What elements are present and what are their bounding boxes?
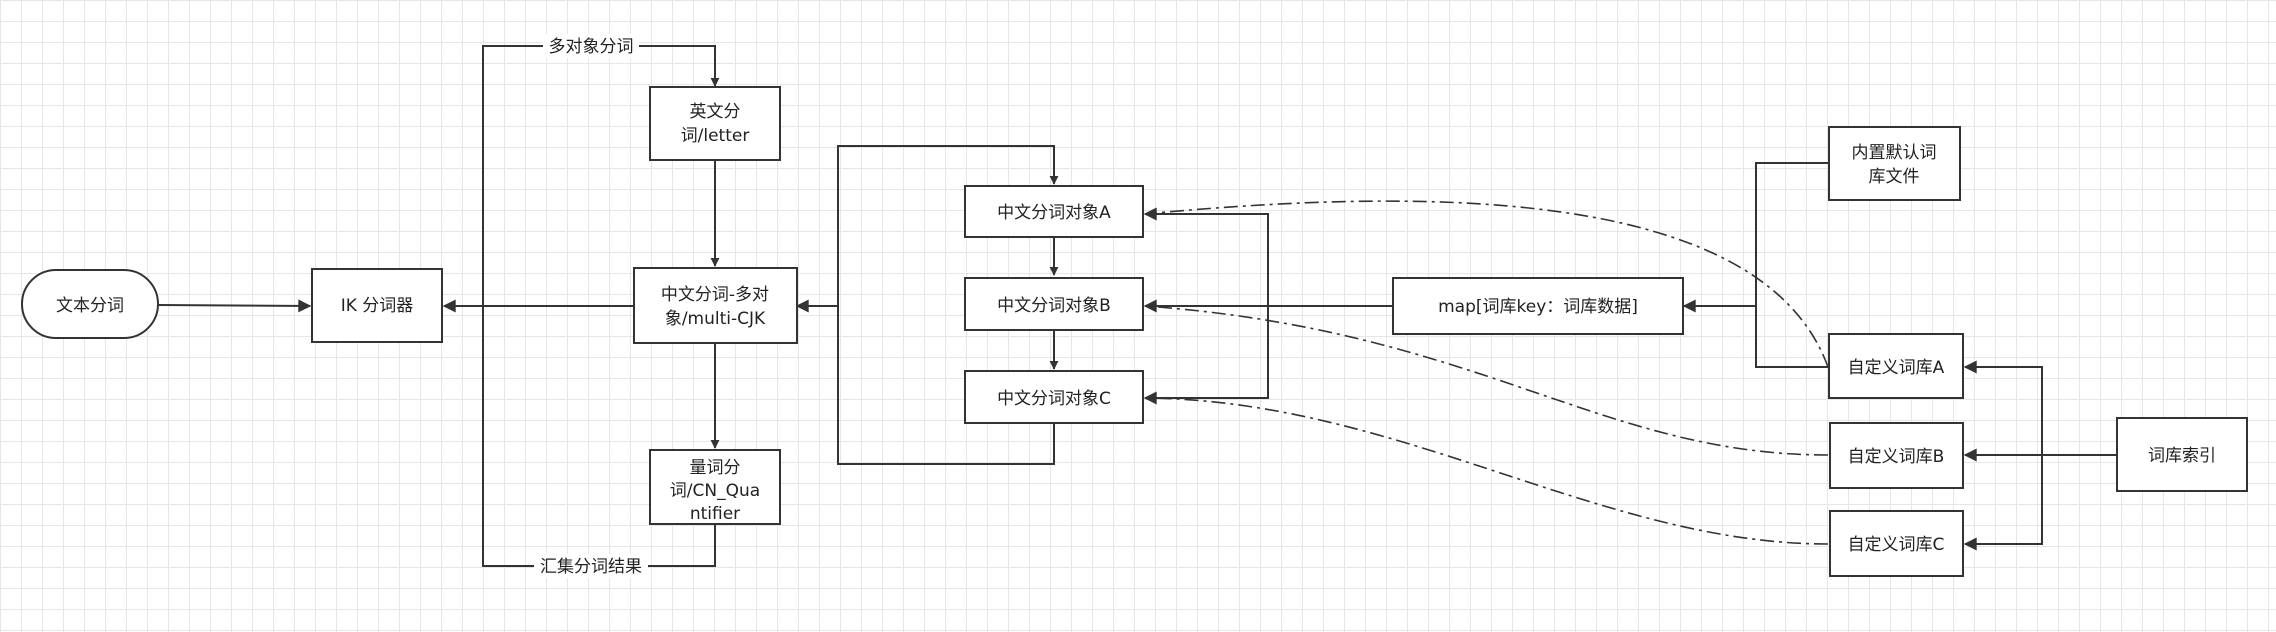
node-object-a-label: 中文分词对象A xyxy=(997,203,1111,223)
edge-index-to-custom-c xyxy=(1963,455,2043,551)
edge-custom-b-to-obj-b xyxy=(1144,305,1829,456)
node-ik-analyzer: IK 分词器 xyxy=(311,268,443,343)
node-dictionary-map-label: map[词库key：词库数据] xyxy=(1438,297,1638,317)
node-ik-analyzer-label: IK 分词器 xyxy=(341,296,414,316)
node-letter: 英文分 词/letter xyxy=(649,86,781,161)
node-quantifier-line2: 词/CN_Qua xyxy=(670,481,760,501)
edge-text-to-ik xyxy=(157,299,312,313)
node-dictionary-index: 词库索引 xyxy=(2116,417,2248,492)
edge-label-collect: 汇集分词结果 xyxy=(534,554,648,578)
node-dictionary-map: map[词库key：词库数据] xyxy=(1392,277,1684,335)
node-letter-line1: 英文分 xyxy=(690,102,741,122)
edge-custom-a-to-obj-a xyxy=(1144,200,1829,368)
edge-label-multi-object-text: 多对象分词 xyxy=(549,37,634,57)
edge-loop-to-obj-c-right xyxy=(1143,306,1269,405)
node-multi-cjk-line2: 象/multi-CJK xyxy=(665,309,766,329)
edge-builtin-to-map xyxy=(1755,162,1828,368)
node-object-c-label: 中文分词对象C xyxy=(997,389,1111,409)
node-object-b: 中文分词对象B xyxy=(964,277,1144,331)
node-text-segmentation-label: 文本分词 xyxy=(56,296,124,316)
edge-index-to-custom-a xyxy=(1963,360,2043,455)
node-object-b-label: 中文分词对象B xyxy=(997,296,1111,316)
edge-loop-to-obj-a-right xyxy=(1143,207,1269,306)
node-builtin-dictionary-line1: 内置默认词 xyxy=(1852,143,1937,163)
node-quantifier-line3: ntifier xyxy=(690,504,740,524)
node-quantifier: 量词分 词/CN_Qua ntifier xyxy=(649,449,781,525)
node-letter-line2: 词/letter xyxy=(681,126,750,146)
node-dictionary-index-label: 词库索引 xyxy=(2148,446,2216,466)
node-custom-dictionary-b-label: 自定义词库B xyxy=(1848,447,1945,467)
node-builtin-dictionary: 内置默认词 库文件 xyxy=(1828,126,1961,201)
node-multi-cjk-line1: 中文分词-多对 xyxy=(661,285,769,305)
edges xyxy=(157,45,2116,567)
edge-custom-c-to-obj-c xyxy=(1144,397,1829,545)
edge-collect xyxy=(482,306,716,567)
edge-label-multi-object: 多对象分词 xyxy=(543,34,639,58)
node-object-a: 中文分词对象A xyxy=(964,185,1144,238)
edge-objects-to-cjk xyxy=(795,299,1055,465)
node-custom-dictionary-c-label: 自定义词库C xyxy=(1848,535,1945,555)
edge-label-collect-text: 汇集分词结果 xyxy=(540,557,642,577)
node-quantifier-line1: 量词分 xyxy=(690,458,741,478)
node-text-segmentation: 文本分词 xyxy=(21,269,159,339)
node-builtin-dictionary-line2: 库文件 xyxy=(1869,167,1920,187)
edge-loop-to-obj-a xyxy=(837,145,1059,306)
node-multi-cjk: 中文分词-多对 象/multi-CJK xyxy=(633,267,798,344)
node-custom-dictionary-a: 自定义词库A xyxy=(1828,333,1964,399)
node-custom-dictionary-c: 自定义词库C xyxy=(1829,510,1964,577)
node-object-c: 中文分词对象C xyxy=(964,370,1144,424)
node-custom-dictionary-a-label: 自定义词库A xyxy=(1848,358,1945,378)
node-custom-dictionary-b: 自定义词库B xyxy=(1829,422,1964,489)
